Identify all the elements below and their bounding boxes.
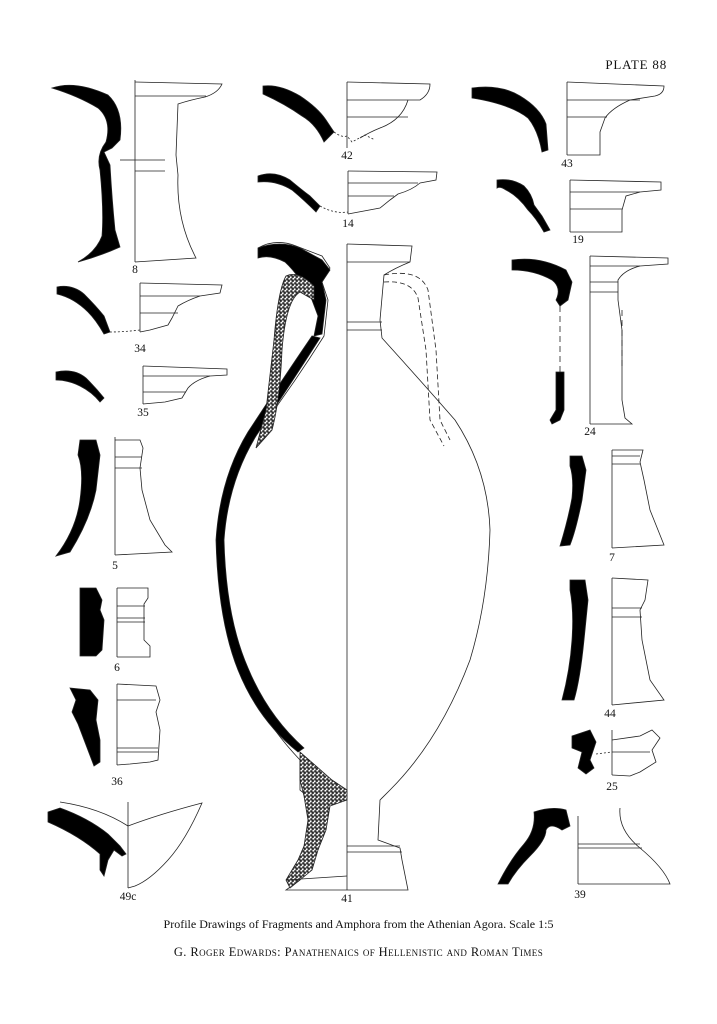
figure-label-7: 7 [609, 552, 615, 564]
figure-7-drawing [559, 449, 665, 549]
figure-6-drawing [79, 587, 151, 658]
figure-label-42: 42 [341, 150, 353, 162]
figure-5-drawing [54, 437, 173, 557]
figure-label-5: 5 [112, 560, 118, 572]
figure-label-43: 43 [561, 158, 573, 170]
figure-35-drawing [55, 365, 228, 405]
figure-label-34: 34 [134, 343, 146, 355]
figure-label-39: 39 [574, 889, 586, 901]
figure-14-drawing [257, 170, 438, 215]
figure-34-drawing [56, 282, 223, 335]
credit-author: G. Roger Edwards: [173, 945, 282, 959]
figure-label-14: 14 [342, 218, 354, 230]
figure-42-drawing [262, 81, 431, 148]
figure-36-drawing [69, 683, 161, 767]
plate-caption: Profile Drawings of Fragments and Amphor… [163, 917, 554, 931]
figure-label-44: 44 [604, 708, 616, 720]
credit-title: Panathenaics of Hellenistic and Roman Ti… [284, 945, 544, 959]
plate-credit: G. Roger Edwards: Panathenaics of Hellen… [0, 945, 717, 960]
plate-label: PLATE 88 [605, 57, 667, 72]
figure-24-drawing [511, 255, 669, 425]
figure-39-drawing [497, 807, 671, 885]
figure-label-24: 24 [584, 426, 596, 438]
figure-label-36: 36 [111, 776, 123, 788]
figure-44-drawing [561, 577, 665, 706]
figure-41-amphora-drawing [215, 242, 491, 891]
figure-label-41: 41 [341, 893, 353, 905]
figure-49c-drawing [47, 801, 203, 889]
figure-label-19: 19 [572, 234, 584, 246]
figure-8-drawing [50, 80, 223, 263]
figure-label-6: 6 [114, 662, 120, 674]
figure-43-drawing [471, 81, 665, 156]
figure-19-drawing [496, 179, 662, 233]
figure-label-35: 35 [137, 407, 149, 419]
figure-label-25: 25 [606, 781, 618, 793]
figure-label-8: 8 [132, 264, 138, 276]
figure-label-49c: 49c [119, 891, 137, 903]
figure-25-drawing [571, 729, 661, 777]
